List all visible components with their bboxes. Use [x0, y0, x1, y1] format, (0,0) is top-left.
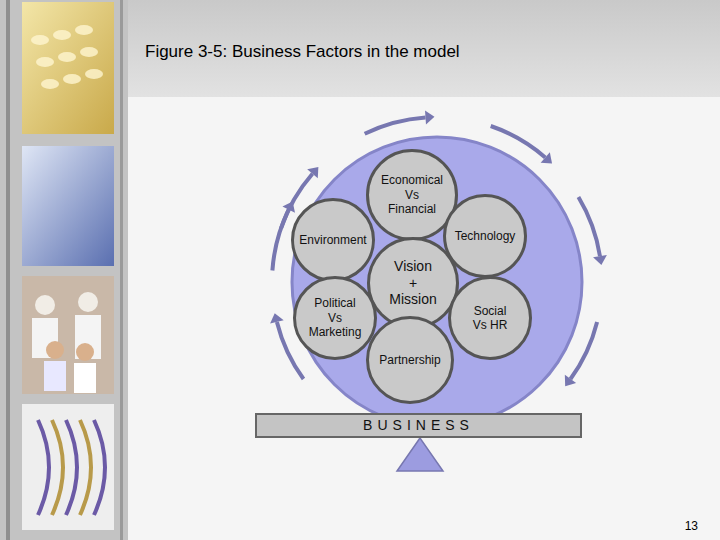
arrow-head	[270, 313, 284, 323]
arrow-head	[425, 110, 434, 124]
arrow-head	[307, 167, 318, 178]
factor-label: Economical Vs Financial	[380, 173, 444, 216]
people-photo	[22, 276, 114, 394]
arrow-head	[565, 375, 576, 386]
cycle-arrow	[578, 197, 600, 256]
logo-panel	[22, 404, 114, 530]
header-band	[128, 0, 720, 97]
side-strip	[0, 0, 128, 540]
people-figures	[32, 292, 101, 393]
arrow-head	[282, 202, 295, 213]
factor-label: Environment	[299, 233, 366, 247]
side-line	[6, 0, 10, 540]
cycle-arrow	[491, 126, 546, 157]
calculator-photo	[22, 2, 114, 134]
bar-label: BUSINESS	[363, 417, 474, 434]
model-circle	[292, 137, 582, 427]
factor-circle: Environment	[291, 198, 375, 282]
cycle-arrow	[272, 210, 288, 271]
factor-circle: Partnership	[366, 316, 454, 404]
side-line	[120, 0, 123, 540]
page-number: 13	[685, 519, 698, 533]
cycle-arrow	[365, 117, 426, 133]
cycle-arrow	[570, 322, 597, 379]
factor-circle: Political Vs Marketing	[293, 276, 377, 360]
factor-circle: Social Vs HR	[448, 276, 532, 360]
arrow-head	[593, 255, 607, 265]
factor-label: Vision + Mission	[389, 258, 437, 308]
logo-mark	[38, 420, 105, 515]
factor-label: Partnership	[379, 353, 440, 367]
factor-label: Political Vs Marketing	[307, 296, 363, 339]
paper-photo	[22, 146, 114, 266]
business-bar: BUSINESS	[255, 413, 582, 438]
factor-label: Social Vs HR	[470, 304, 510, 333]
calculator-keys	[31, 25, 103, 89]
fulcrum-triangle	[397, 438, 443, 471]
factor-label: Technology	[455, 229, 516, 243]
slide-title: Figure 3-5: Business Factors in the mode…	[145, 42, 460, 62]
arrow-head	[541, 152, 552, 163]
